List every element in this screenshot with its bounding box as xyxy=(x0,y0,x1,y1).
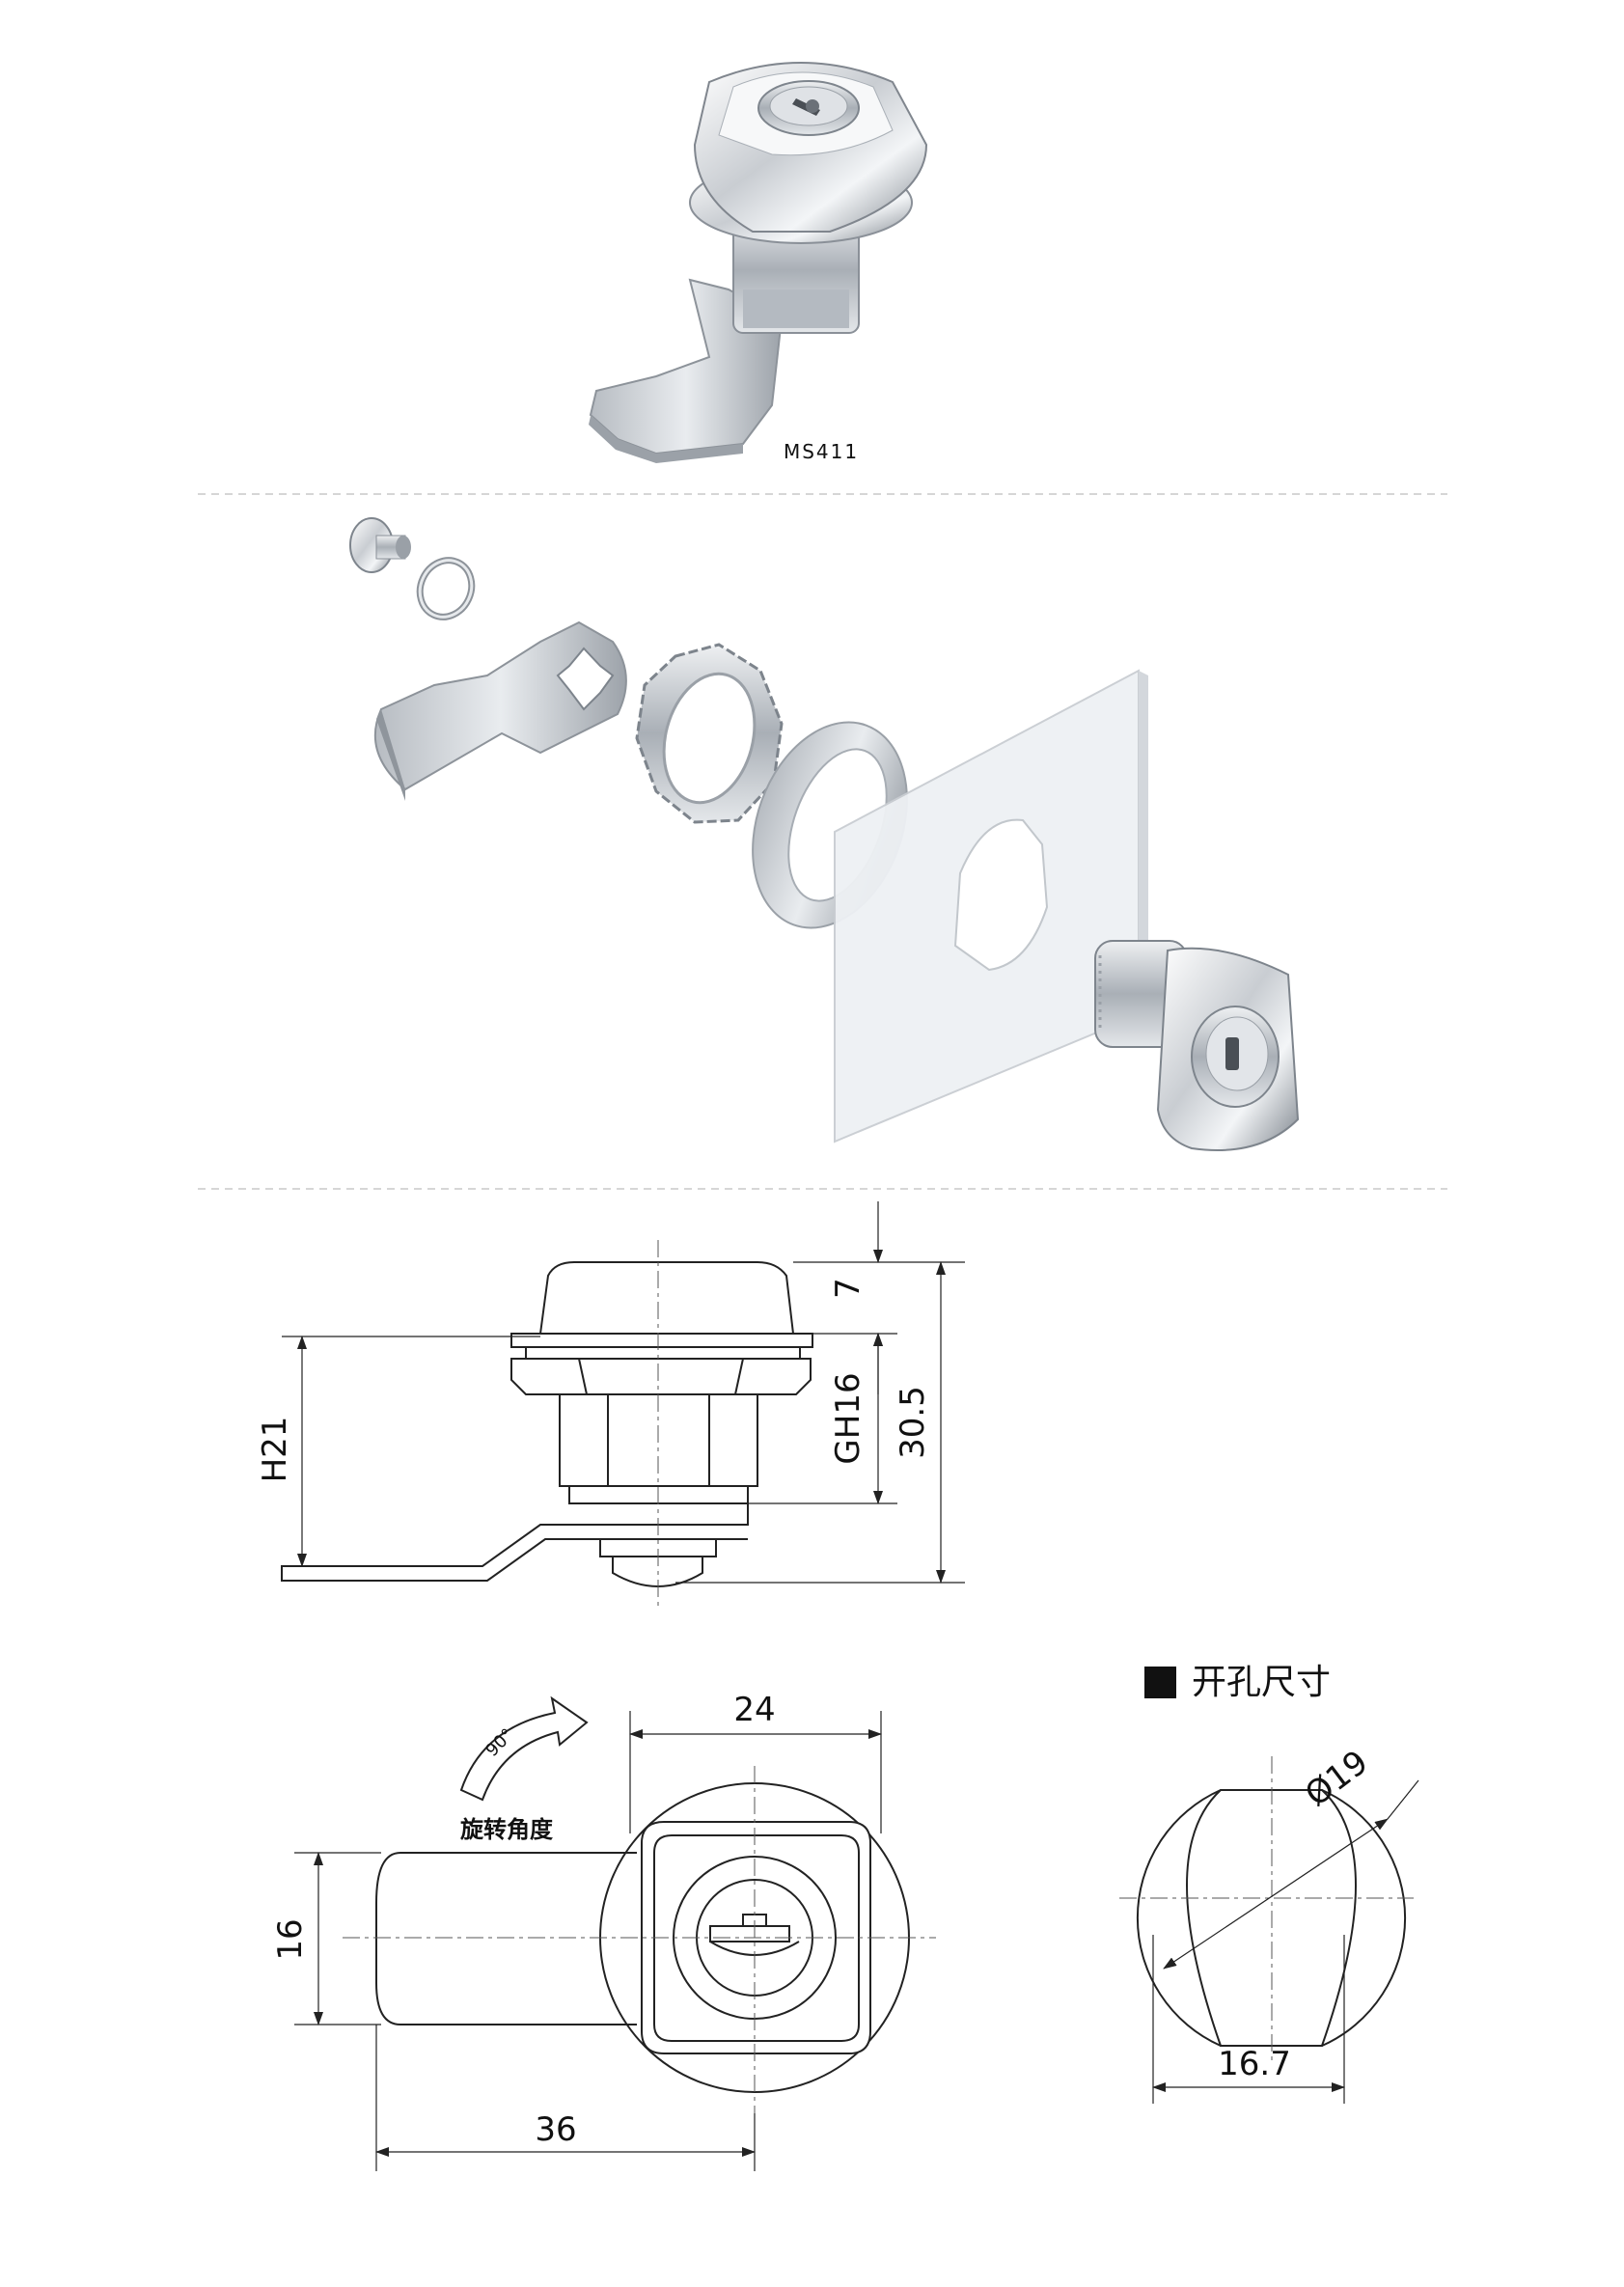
dim-cam-width: 16 xyxy=(271,1918,310,1960)
side-view-drawing xyxy=(281,1261,813,1587)
rotation-label: 旋转角度 xyxy=(459,1816,554,1843)
cutout-title-marker xyxy=(1144,1667,1176,1698)
dim-thread: GH16 xyxy=(829,1372,867,1464)
cutout-title: 开孔尺寸 xyxy=(1192,1663,1331,1702)
lock-body-part xyxy=(1094,940,1300,1151)
model-label: MS411 xyxy=(784,440,859,463)
rotation-arrow-icon xyxy=(459,1695,589,1802)
dim-flat: 16.7 xyxy=(1218,2045,1291,2083)
serrated-nut-part xyxy=(635,643,784,824)
cam-part xyxy=(373,620,627,801)
cutout-centerlines xyxy=(1119,1756,1414,2065)
front-view-dimensions xyxy=(294,1711,882,2171)
dim-cam-length: 36 xyxy=(535,2110,576,2149)
panel-part xyxy=(834,669,1148,1144)
dim-width: 24 xyxy=(733,1691,775,1729)
front-view-centerlines xyxy=(343,1766,936,2113)
dim-head-height: 7 xyxy=(829,1278,867,1299)
screw-part xyxy=(349,517,411,573)
dim-cam-height: H21 xyxy=(256,1417,294,1483)
dim-total-height: 30.5 xyxy=(894,1386,932,1459)
dim-diameter: Ø19 xyxy=(1298,1743,1375,1814)
product-render xyxy=(589,62,928,463)
side-view-dimensions xyxy=(282,1201,965,1584)
cutout-dimensions xyxy=(1152,1779,1419,2104)
spring-washer-part xyxy=(416,557,476,620)
exploded-view xyxy=(349,517,1300,1151)
